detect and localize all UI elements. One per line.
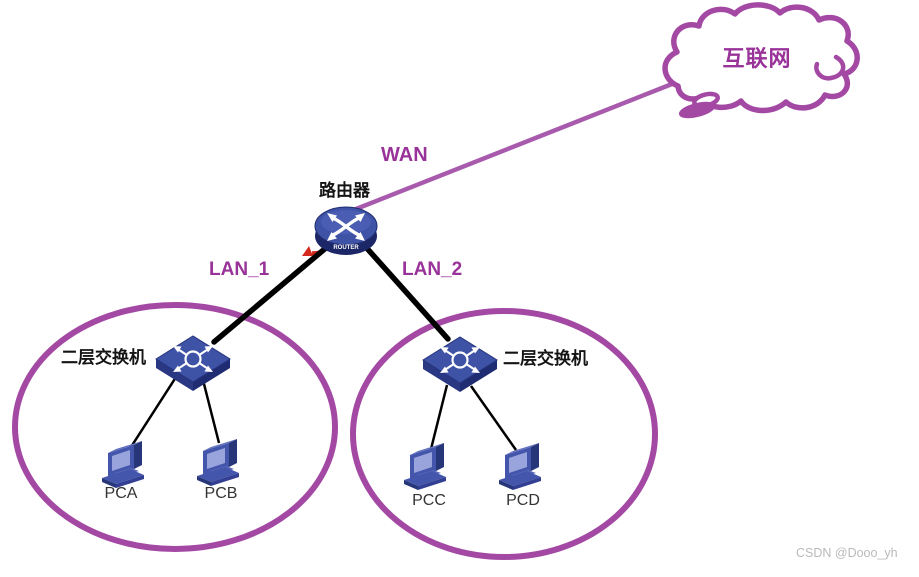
cloud-tail-blob bbox=[678, 101, 716, 119]
cloud-outline bbox=[662, 2, 860, 114]
pcb-icon bbox=[197, 439, 239, 486]
lan2-switch-icon bbox=[422, 336, 498, 392]
wan-link-line bbox=[348, 81, 675, 214]
lan2-switch-label: 二层交换机 bbox=[503, 349, 588, 368]
pcb-label: PCB bbox=[204, 485, 238, 502]
pcd-label: PCD bbox=[506, 492, 540, 509]
internet-cloud-icon bbox=[662, 2, 860, 119]
router-icon-text: ROUTER bbox=[333, 245, 359, 251]
lan1-trunk-line bbox=[211, 244, 330, 345]
pca-icon bbox=[102, 441, 144, 488]
pcd-icon bbox=[499, 443, 541, 490]
pcc-link-line bbox=[429, 384, 449, 450]
router-icon: ROUTER bbox=[314, 206, 378, 255]
lan1-boundary-ellipse bbox=[12, 302, 338, 552]
lan1-switch-label: 二层交换机 bbox=[61, 348, 146, 367]
lan2-label: LAN_2 bbox=[402, 259, 463, 280]
pcc-label: PCC bbox=[412, 492, 446, 509]
watermark: CSDN @Dooo_yh bbox=[796, 546, 898, 560]
lan1-switch-icon bbox=[155, 335, 231, 391]
lan1-label: LAN_1 bbox=[209, 259, 270, 280]
lan2-trunk-line bbox=[361, 242, 451, 342]
pcb-link-line bbox=[201, 379, 221, 444]
internet-label: 互联网 bbox=[722, 46, 792, 71]
cloud-inner-curl bbox=[814, 54, 846, 81]
pca-link-line bbox=[129, 373, 180, 448]
pcc-icon bbox=[404, 443, 446, 490]
pcd-link-line bbox=[469, 385, 518, 451]
lan2-boundary-ellipse bbox=[350, 308, 658, 560]
router-label: 路由器 bbox=[319, 181, 370, 200]
wan-label: WAN bbox=[381, 144, 428, 166]
pca-label: PCA bbox=[104, 485, 138, 502]
